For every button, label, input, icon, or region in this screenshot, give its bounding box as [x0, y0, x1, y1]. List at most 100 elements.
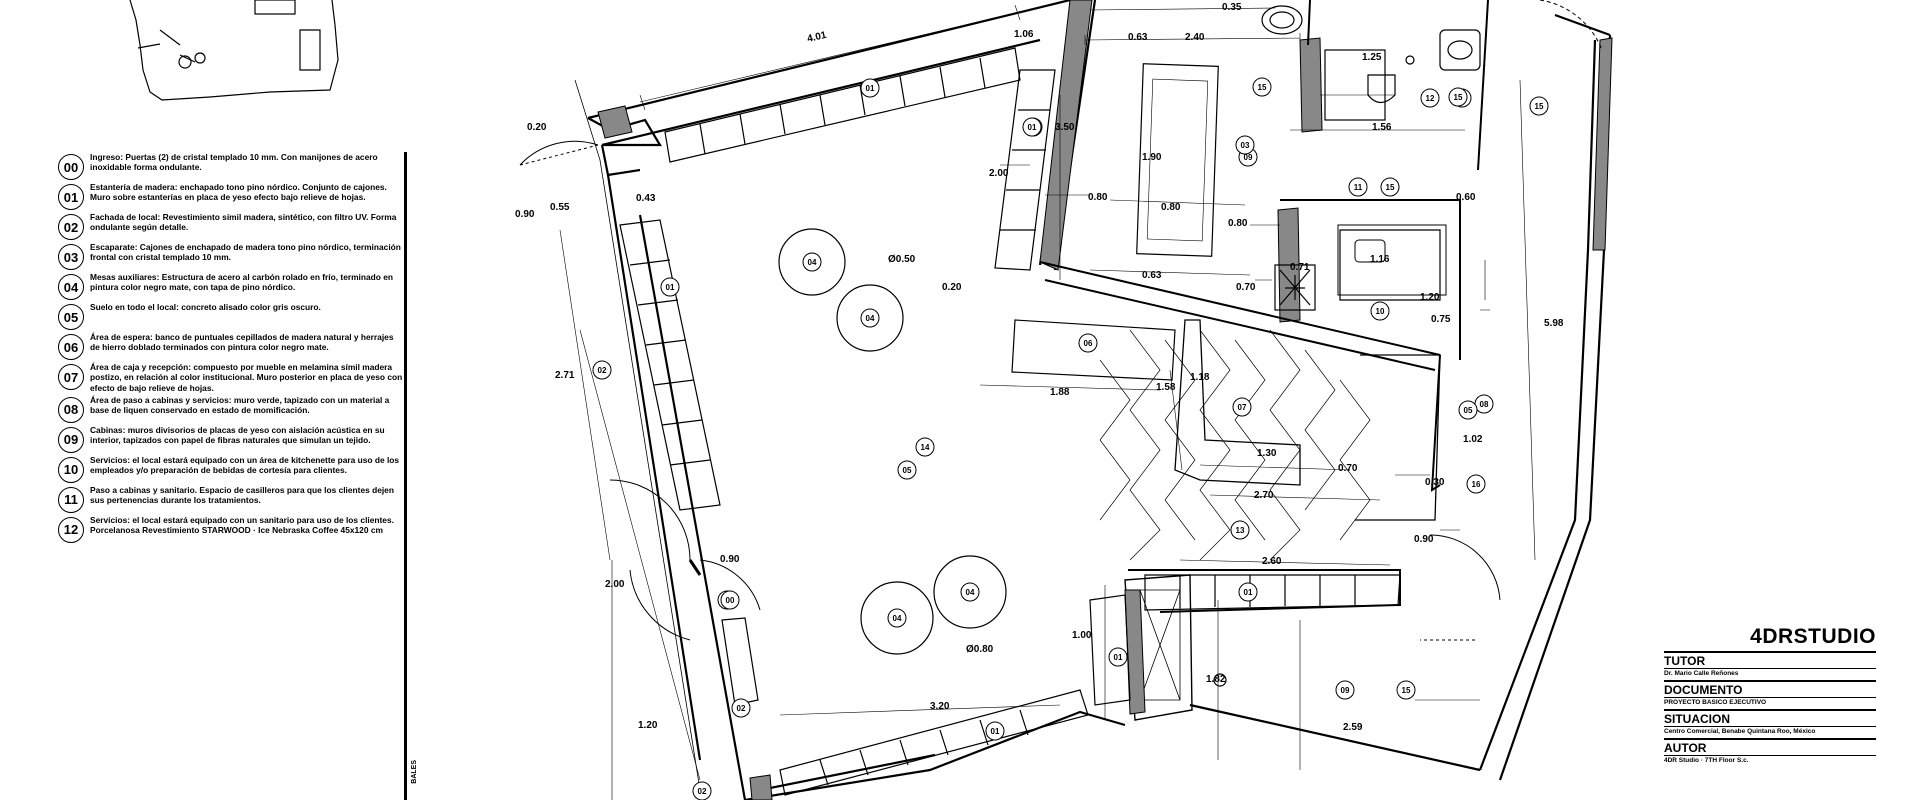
- area-tag: 04: [960, 582, 980, 602]
- area-tag-number: 07: [1238, 403, 1247, 412]
- area-tag-number: 01: [1028, 123, 1037, 132]
- dimension-label: 1.90: [1142, 152, 1162, 163]
- area-tag-circle: [1335, 680, 1355, 700]
- area-tag-number: 04: [893, 614, 902, 623]
- area-tag: 14: [915, 437, 935, 457]
- title-block-value: Centro Comercial, Benabe Quintana Roo, M…: [1664, 726, 1876, 736]
- area-tag: 02: [692, 781, 712, 800]
- area-tag-number: 16: [1472, 480, 1481, 489]
- dimension-label: 0.71: [1290, 262, 1310, 273]
- area-tag-circle: [1420, 88, 1440, 108]
- dimension-label: 0.70: [1236, 282, 1256, 293]
- area-tag: 07: [1232, 397, 1252, 417]
- shelving-units: [619, 47, 1401, 796]
- dimension-label: 1.25: [1362, 52, 1382, 63]
- area-tag: 12: [1420, 88, 1440, 108]
- area-tag-circle: [1230, 520, 1250, 540]
- area-tag-circle: [1022, 117, 1042, 137]
- area-tag-number: 02: [698, 787, 707, 796]
- legend-description: Cabinas: muros divisorios de placas de y…: [90, 424, 385, 446]
- dimension-label: 3.20: [930, 701, 950, 712]
- dimension-label: 0.70: [1338, 463, 1358, 474]
- legend-description: Fachada de local: Revestimiento símil ma…: [90, 212, 397, 233]
- dimension-label: 0.80: [1228, 218, 1248, 229]
- dimension-label: 1.02: [1463, 434, 1483, 445]
- area-tag-number: 03: [1241, 141, 1250, 150]
- area-tag: 02: [592, 360, 612, 380]
- area-tag-circle: [692, 781, 712, 800]
- legend-description: Área de paso a cabinas y servicios: muro…: [90, 394, 390, 416]
- area-tag-circle: [1348, 177, 1368, 197]
- studio-brand: 4DRSTUDIO: [1750, 625, 1876, 648]
- area-tag: 08: [1474, 394, 1494, 414]
- legend-number: 03: [58, 244, 84, 270]
- area-tag-number: 09: [1341, 686, 1350, 695]
- dimension-label: 0.90: [720, 554, 740, 565]
- area-tag: 15: [1252, 77, 1272, 97]
- area-tag-circle: [860, 308, 880, 328]
- area-tag: 01: [660, 277, 680, 297]
- dimension-label: 1.16: [1370, 254, 1390, 265]
- door-swings: [519, 0, 1603, 641]
- dimension-label: 0.55: [550, 202, 570, 213]
- dimension-label: 2.59: [1343, 722, 1363, 733]
- area-tag-number: 10: [1376, 307, 1385, 316]
- legend-number: 08: [58, 396, 84, 423]
- area-tag-circle: [592, 360, 612, 380]
- area-tag-number: 15: [1258, 83, 1267, 92]
- title-block-value: PROYECTO BASICO EJECUTIVO: [1664, 697, 1876, 707]
- area-tag-circle: [897, 460, 917, 480]
- round-tables: [778, 228, 1007, 655]
- area-tag: 15: [1448, 87, 1468, 107]
- area-tag: 16: [1466, 474, 1486, 494]
- area-tag: 03: [1235, 135, 1255, 155]
- area-tag: 05: [1458, 400, 1478, 420]
- title-block-heading: TUTOR: [1664, 654, 1706, 668]
- legend-description: Paso a cabinas y sanitario. Espacio de c…: [90, 484, 394, 506]
- thumbnail-sketch: [129, 0, 339, 101]
- area-tag-number: 15: [1535, 102, 1544, 111]
- area-tag-circle: [1396, 680, 1416, 700]
- dimension-label: 1.06: [1014, 29, 1034, 40]
- dimension-label: Ø0.50: [888, 254, 916, 265]
- dimension-label: 0.80: [1161, 202, 1181, 213]
- area-tag: 15: [1396, 680, 1416, 700]
- area-tag-circle: [887, 608, 907, 628]
- area-tag-number: 15: [1402, 686, 1411, 695]
- dimension-label: 0.80: [1088, 192, 1108, 203]
- shower-partition: [1337, 224, 1447, 296]
- dimension-label: Ø0.80: [966, 644, 994, 655]
- dimension-label: 0.20: [942, 282, 962, 293]
- legend-description: Mesas auxiliares: Estructura de acero al…: [90, 272, 393, 293]
- dimension-label: 0.90: [1414, 534, 1434, 545]
- dimension-label: 1.82: [1206, 674, 1226, 685]
- dimension-label: 2.00: [605, 579, 625, 590]
- area-tag-number: 15: [1386, 183, 1395, 192]
- exterior-walls: [587, 0, 1612, 800]
- area-tag-number: 04: [808, 258, 817, 267]
- area-tag-circle: [985, 721, 1005, 741]
- area-tag: 00: [720, 590, 740, 610]
- dimension-label: 0.90: [515, 209, 535, 220]
- floor-pattern: [1099, 329, 1371, 561]
- area-tag-number: 05: [903, 466, 912, 475]
- reference-line: [579, 329, 701, 781]
- dimension-label: 2.00: [989, 168, 1009, 179]
- dimension-label: 5.98: [1544, 318, 1564, 329]
- area-tag-circle: [1108, 647, 1128, 667]
- legend-number: 07: [58, 364, 84, 390]
- legend-description: Suelo en todo el local: concreto alisado…: [90, 302, 321, 312]
- legend-divider: [404, 152, 407, 800]
- dimension-label: 0.35: [1222, 2, 1242, 13]
